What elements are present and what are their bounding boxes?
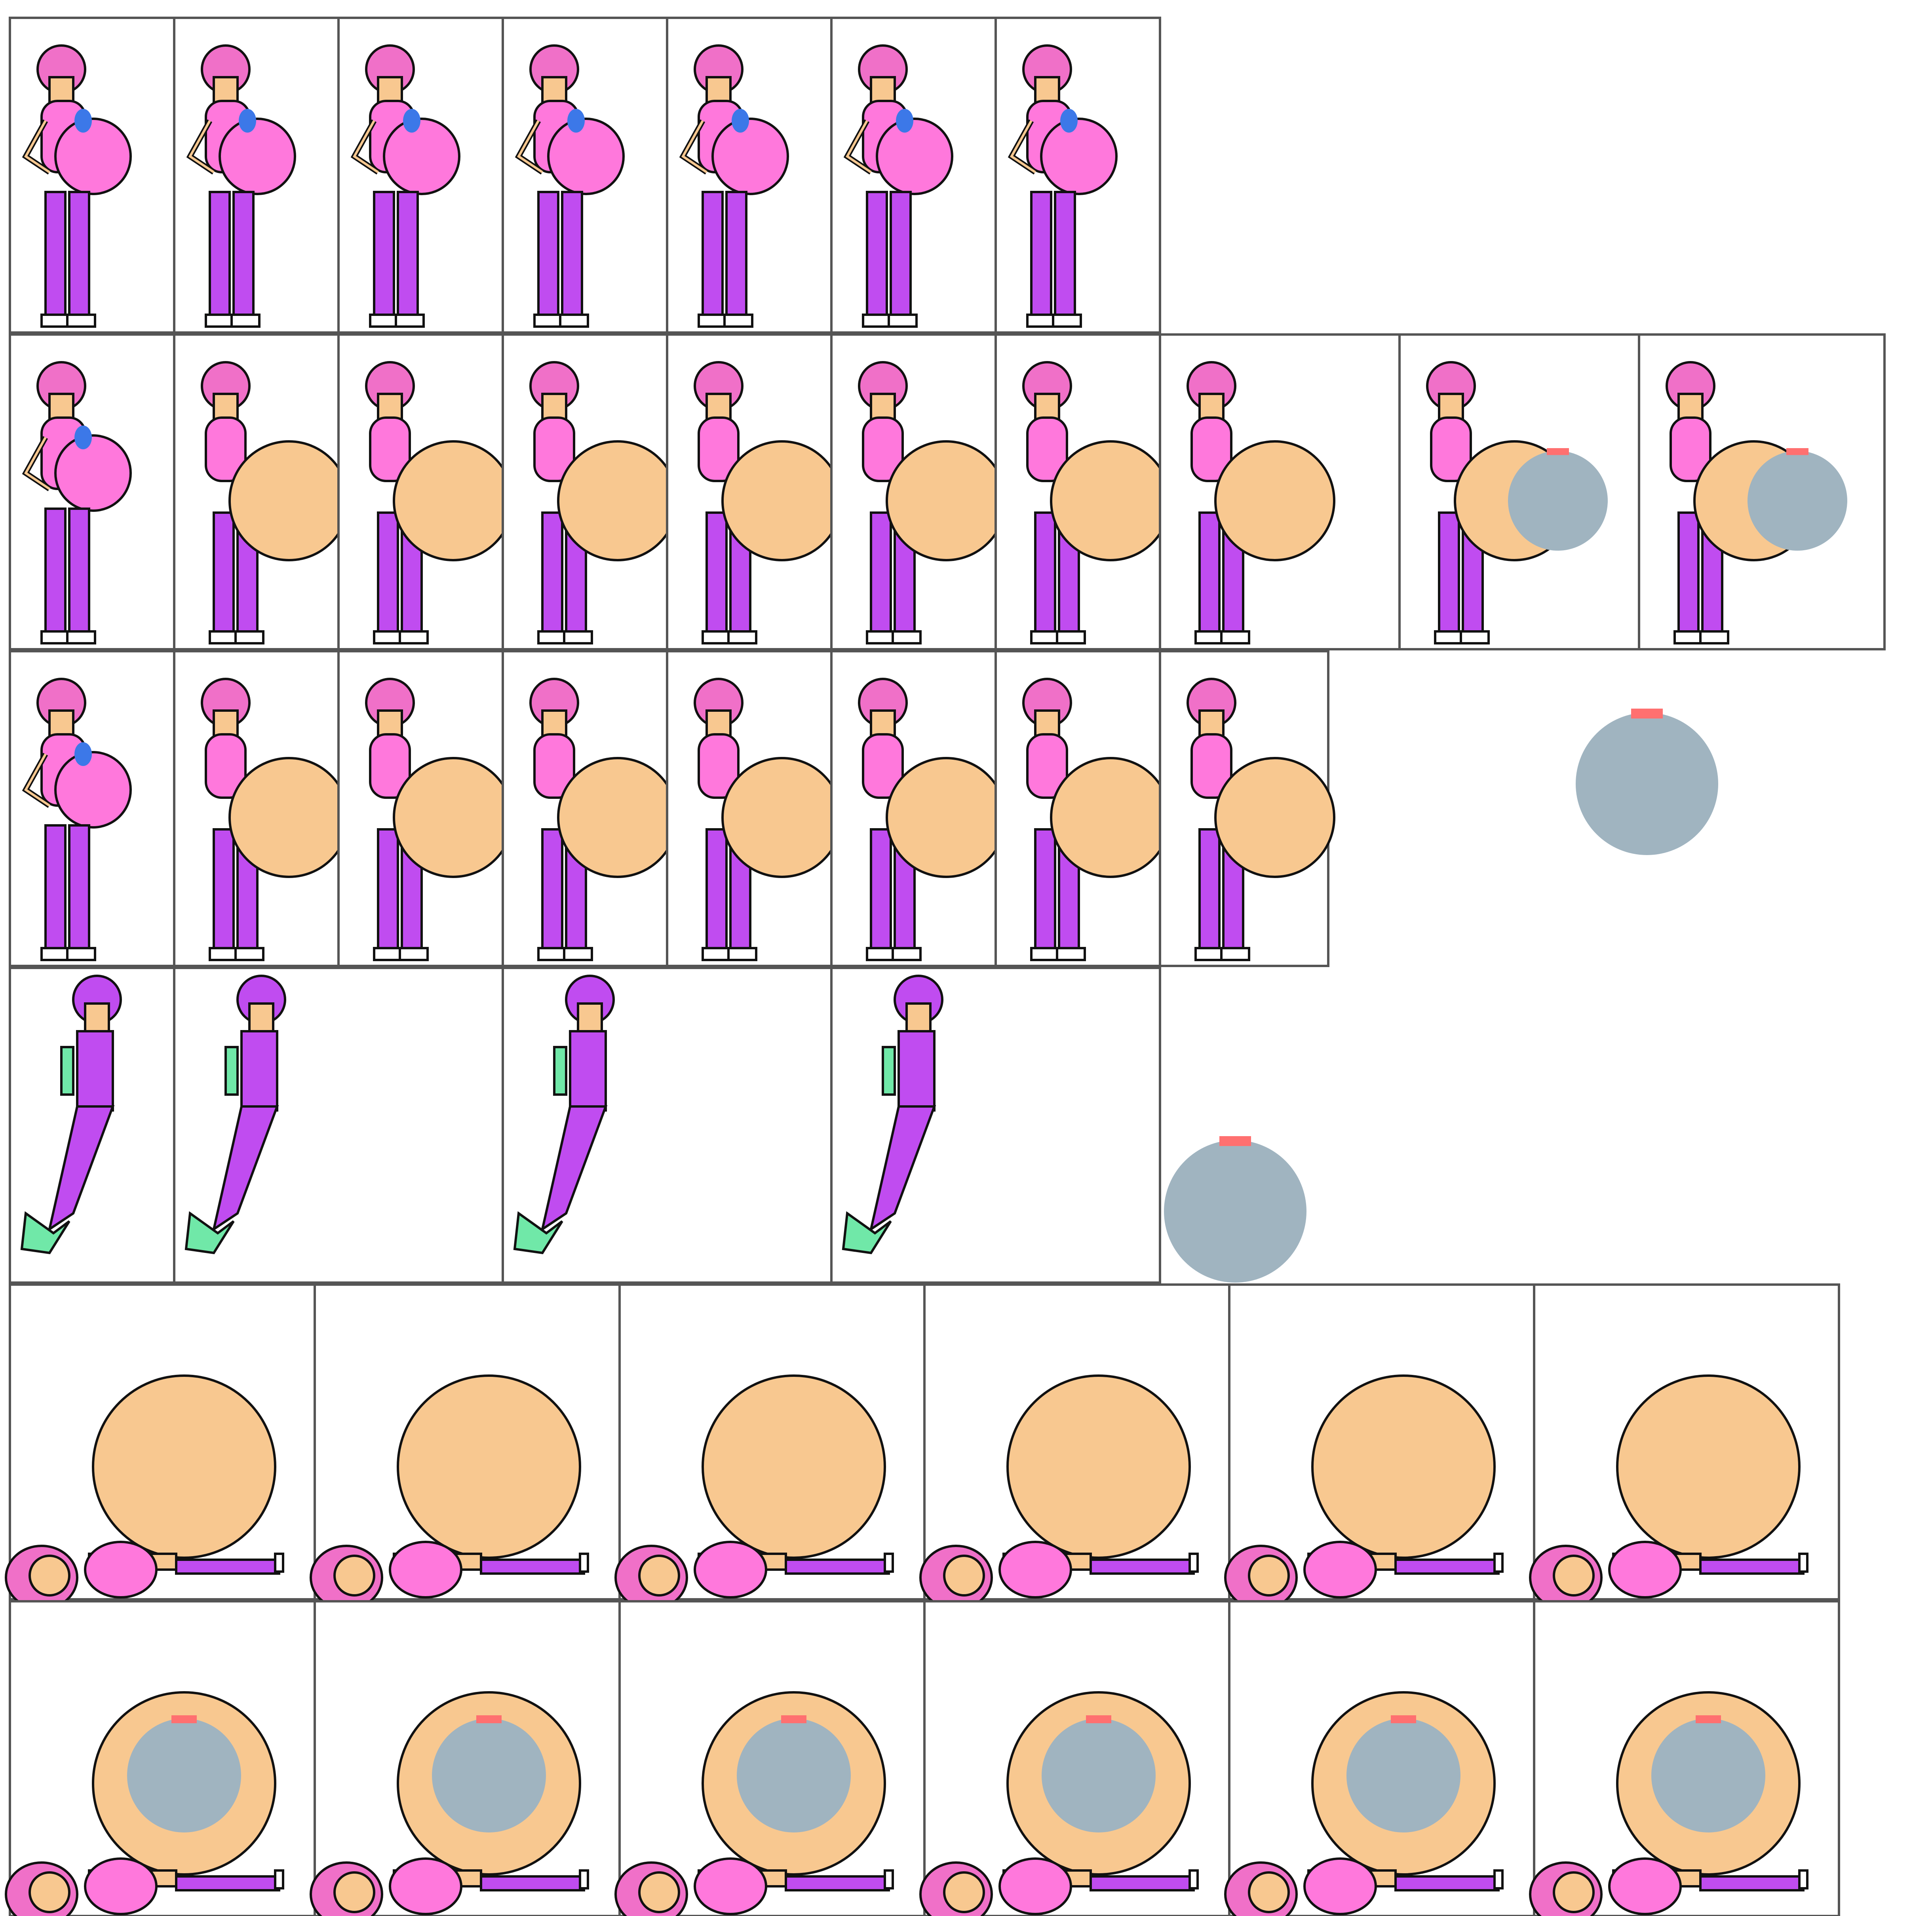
sprite-frame <box>1638 333 1886 650</box>
sprite-frame <box>311 1283 621 1609</box>
sprite-frame <box>920 1600 1230 1916</box>
sprite-frame <box>9 17 175 334</box>
frame-grid <box>6 17 1886 1916</box>
gray-orb-icon <box>1576 709 1718 855</box>
sprite-frame <box>1530 1283 1840 1609</box>
sprite-frame <box>1225 1283 1535 1609</box>
gray-orb-icon <box>1164 1136 1306 1283</box>
sprite-frame <box>995 333 1170 650</box>
sprite-frame <box>311 1600 621 1916</box>
sprite-frame <box>173 650 348 967</box>
sprite-frame <box>6 1283 316 1609</box>
sprite-frame <box>616 1600 926 1916</box>
sprite-frame <box>9 967 175 1284</box>
sprite-frame <box>666 650 841 967</box>
sprite-frame <box>337 650 513 967</box>
sprite-frame <box>502 967 833 1284</box>
sprite-frame <box>173 333 348 650</box>
sprite-frame <box>1159 650 1334 967</box>
sprite-frame <box>502 17 668 334</box>
sprite-row <box>6 1600 1840 1916</box>
sprite-frame <box>9 650 175 967</box>
sprite-frame <box>1225 1600 1535 1916</box>
sprite-row <box>6 1283 1840 1609</box>
sprite-frame <box>9 333 175 650</box>
sprite-frame <box>995 650 1170 967</box>
sprite-frame <box>666 17 833 334</box>
sprite-frame <box>1398 333 1640 650</box>
sprite-frame <box>6 1600 316 1916</box>
sprite-frame <box>173 967 504 1284</box>
sprite-row <box>9 17 1161 334</box>
sprite-frame <box>173 17 340 334</box>
sprite-frame <box>337 333 513 650</box>
sprite-frame <box>502 650 677 967</box>
sprite-row <box>9 650 1334 967</box>
sprite-frame <box>995 17 1161 334</box>
sprite-frame <box>337 17 504 334</box>
sprite-frame <box>502 333 677 650</box>
sprite-frame <box>1530 1600 1840 1916</box>
sprite-frame <box>616 1283 926 1609</box>
sprite-frame <box>830 650 1006 967</box>
sprite-row <box>9 967 1161 1284</box>
sprite-row <box>9 333 1886 650</box>
sprite-frame <box>920 1283 1230 1609</box>
sprite-frame <box>830 333 1006 650</box>
sprite-frame <box>830 967 1161 1284</box>
sprite-frame <box>1159 333 1401 650</box>
sprite-frame <box>666 333 841 650</box>
sprite-frame <box>830 17 997 334</box>
